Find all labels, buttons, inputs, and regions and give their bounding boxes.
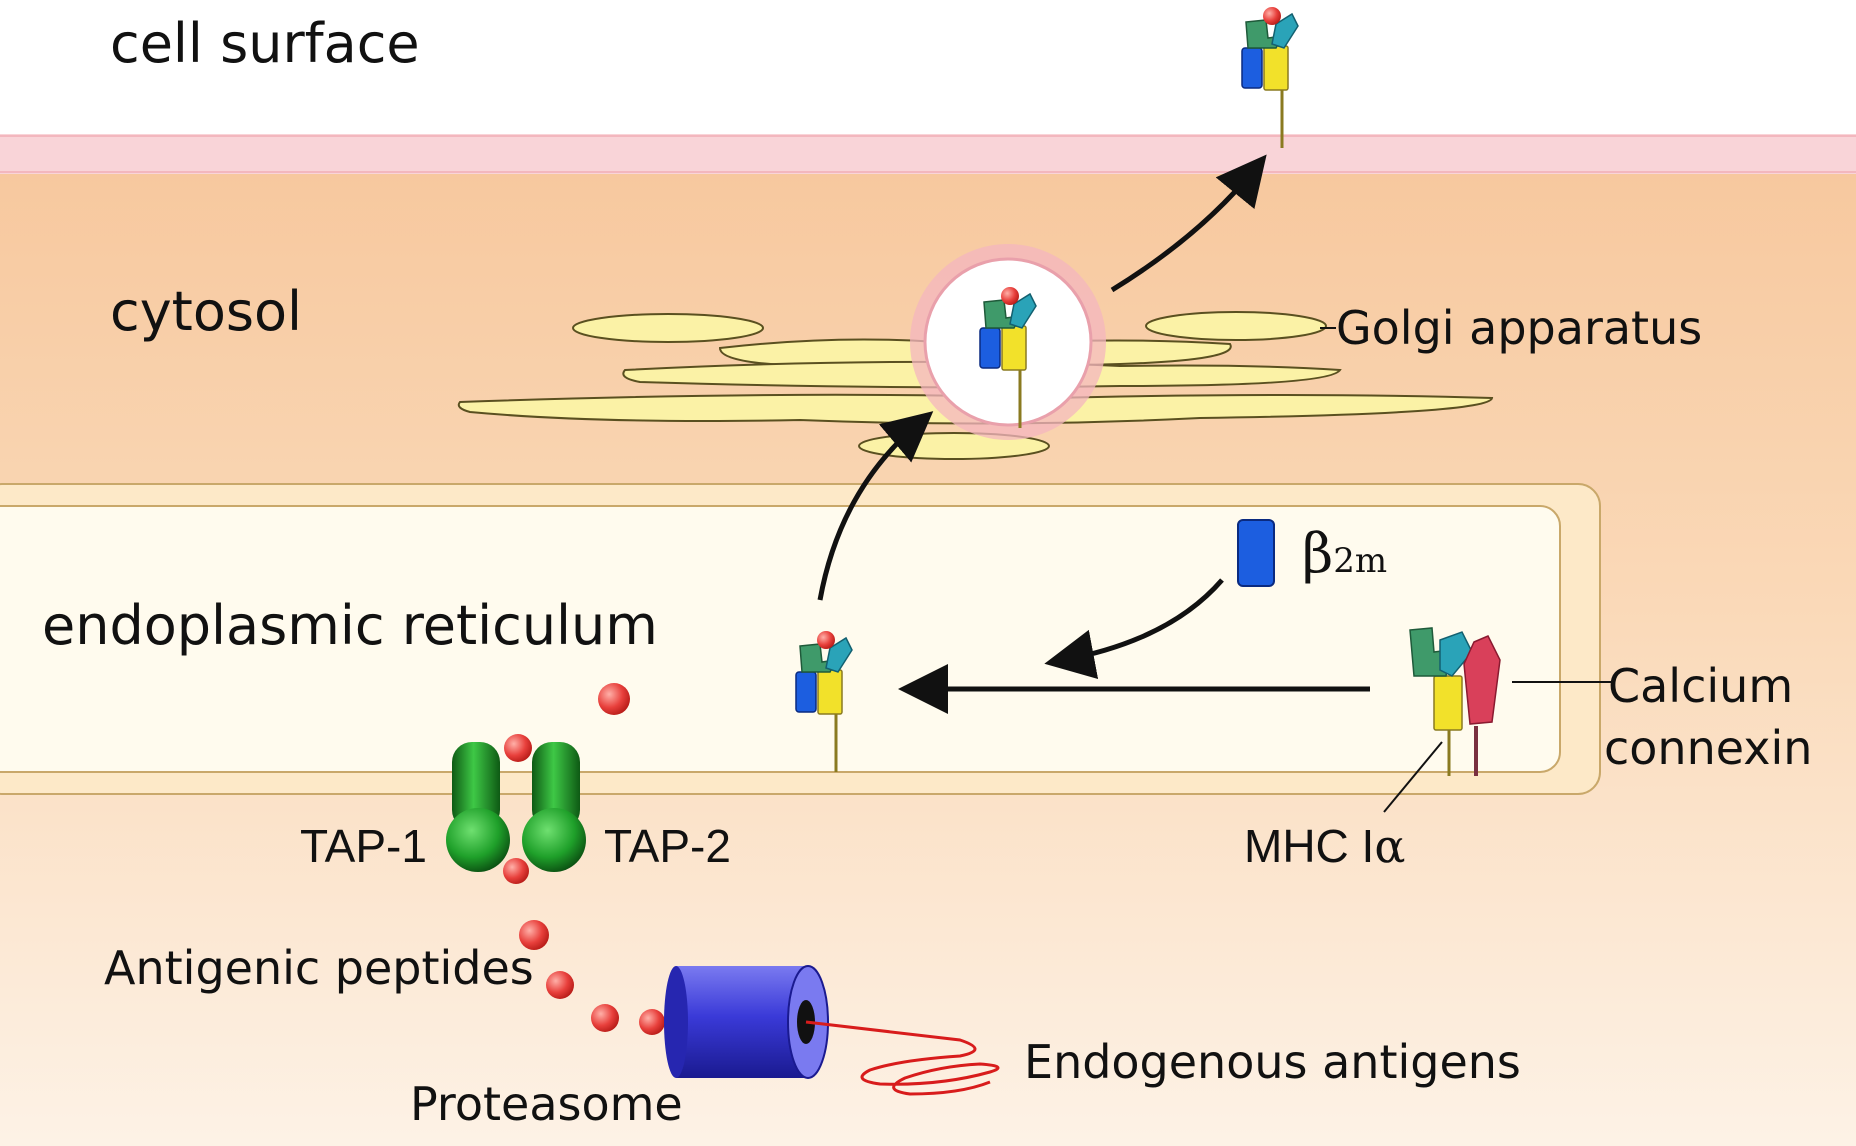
peptide (519, 920, 549, 950)
endogenous-antigen-chain (805, 1020, 1000, 1096)
proteasome-icon (664, 965, 829, 1079)
peptide (639, 1009, 665, 1035)
tap-transporter (446, 742, 586, 872)
beta2m-label: β2m (1302, 522, 1387, 585)
arrow-golgi-to-surface (1110, 154, 1267, 293)
beta2m-icon (1237, 519, 1275, 587)
cell-surface-label: cell surface (110, 12, 420, 75)
mhc-calnexin-complex (1409, 627, 1501, 776)
peptide (503, 858, 529, 884)
er-lumen (0, 505, 1561, 773)
peptide (598, 683, 630, 715)
mhc-label: MHC Iα (1244, 819, 1405, 873)
mhc-leader (1383, 741, 1443, 813)
calcium-label-line2: connexin (1604, 721, 1812, 775)
peptide (504, 734, 532, 762)
er-label: endoplasmic reticulum (42, 594, 658, 657)
antigenic-peptides-label: Antigenic peptides (104, 941, 534, 995)
cell-membrane (0, 134, 1856, 174)
tap2-label: TAP-2 (604, 820, 731, 872)
proteasome-label: Proteasome (410, 1077, 683, 1131)
calcium-label-line1: Calcium (1608, 659, 1793, 713)
golgi-label: Golgi apparatus (1336, 301, 1702, 355)
tap1-label: TAP-1 (300, 820, 427, 872)
arrow-er-to-golgi (817, 411, 934, 601)
cell-surface-region (0, 0, 1856, 140)
endogenous-antigens-label: Endogenous antigens (1024, 1035, 1521, 1089)
arrow-beta2m-to-er-complex (1044, 578, 1224, 679)
peptide (591, 1004, 619, 1032)
peptides (503, 683, 665, 1035)
cytosol-label: cytosol (110, 280, 302, 343)
peptide (546, 971, 574, 999)
